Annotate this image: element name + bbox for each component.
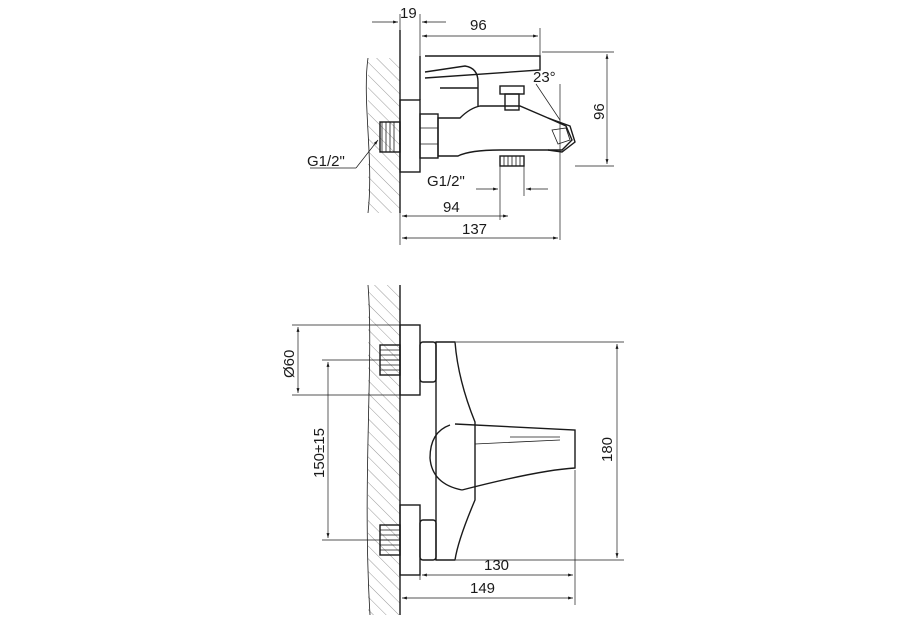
dim-angle-label: 23° [533, 69, 556, 86]
front-view: Ø60 150±15 180 130 149 [281, 284, 624, 616]
dim-lever-label: 130 [484, 557, 509, 574]
dim-wall-label: 19 [400, 5, 417, 22]
dim-height-label: 96 [591, 103, 608, 120]
dim-total-label: 149 [470, 580, 495, 597]
dim-width-top-label: 96 [470, 17, 487, 34]
side-view: 19 96 96 23° G1/2" G1/2" 94 137 [307, 5, 614, 245]
dim-height-front-label: 180 [599, 437, 616, 462]
dim-spacing-label: 150±15 [311, 428, 328, 478]
dim-total-depth-label: 137 [462, 221, 487, 238]
dim-outlet-dist-label: 94 [443, 199, 460, 216]
thread-outlet-label: G1/2" [427, 173, 465, 190]
wall-section-top [368, 58, 400, 213]
wall-section-bottom [368, 285, 400, 615]
thread-wall-label: G1/2" [307, 153, 345, 170]
dim-diameter-label: Ø60 [281, 350, 298, 378]
